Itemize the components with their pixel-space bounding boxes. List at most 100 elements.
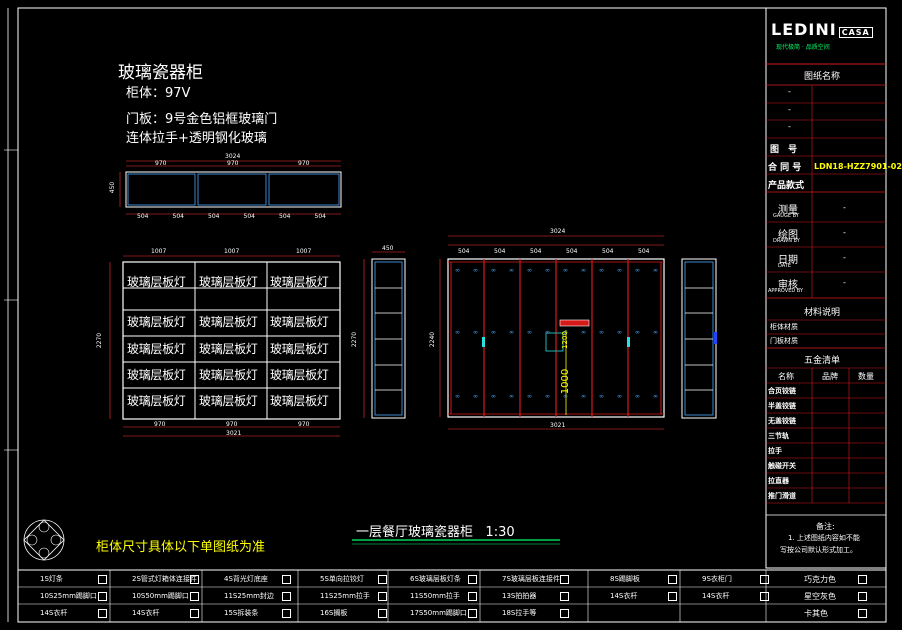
front-top-2: 1007 (224, 248, 240, 255)
legend-item-label: 10S25mm踢脚口 (40, 592, 97, 600)
tb-drawing-name-label: 图纸名称 (804, 72, 841, 82)
shelf-label-cell: 玻璃层板灯 (199, 315, 258, 329)
lamp-dot: ∞ (527, 393, 532, 400)
plan-seg-3: 970 (298, 160, 310, 167)
legend-checkbox (98, 609, 107, 618)
legend-checkbox (282, 575, 291, 584)
tb-contract-no-label: 合 同 号 (768, 163, 802, 173)
lamp-dot: ∞ (653, 393, 658, 400)
shelf-label-cell: 玻璃层板灯 (199, 368, 258, 382)
shelf-label-cell: 玻璃层板灯 (270, 368, 329, 382)
tb-hw-col-name: 名称 (778, 372, 794, 381)
plan-bottom-dim: 504 (243, 213, 255, 220)
lamp-dot: ∞ (599, 329, 604, 336)
door-overall: 3024 (550, 228, 566, 235)
drawing-title: 一层餐厅玻璃瓷器柜 1:30 (356, 521, 515, 540)
door-segment-dim: 504 (566, 248, 578, 255)
lamp-dot: ∞ (491, 329, 496, 336)
compass-symbol (23, 519, 65, 561)
legend-checkbox (190, 592, 199, 601)
plan-overall-dim: 3024 (225, 153, 241, 160)
legend-item-label: 9S衣柜门 (702, 575, 732, 583)
tb-remark-text: 1. 上述图纸内容如不能 (788, 534, 860, 542)
handle-note: 连体拉手+透明钢化玻璃 (126, 131, 267, 146)
plan-bottom-dim: 504 (137, 213, 149, 220)
lamp-dot: ∞ (455, 329, 460, 336)
lamp-dot: ∞ (581, 329, 586, 336)
shelf-label-cell: 玻璃层板灯 (270, 315, 329, 329)
cabinet-body-note: 柜体：97V (126, 86, 191, 101)
legend-item-label: 13S拍拍器 (502, 592, 537, 600)
side-view-right (681, 258, 717, 419)
lamp-dot: ∞ (599, 267, 604, 274)
lamp-dot: ∞ (563, 393, 568, 400)
shelf-label-cell: 玻璃层板灯 (199, 342, 258, 356)
front-top-1: 1007 (151, 248, 167, 255)
hardware-row-label: 三节轨 (768, 432, 789, 440)
lamp-dot: ∞ (491, 267, 496, 274)
legend-item-label: 16S搁板 (320, 609, 348, 617)
plan-bottom-dim: 504 (172, 213, 184, 220)
legend-checkbox (190, 575, 199, 584)
front-bottom-3: 970 (298, 421, 310, 428)
lamp-dot: ∞ (545, 393, 550, 400)
tb-material-1: 柜体材质 (770, 323, 798, 331)
title-block-frame (765, 7, 887, 569)
legend-color-label: 巧克力色 (804, 575, 836, 584)
plan-view (119, 160, 342, 215)
legend-item-label: 14S衣杆 (40, 609, 68, 617)
lamp-dot: ∞ (509, 267, 514, 274)
legend-color-label: 星空灰色 (804, 592, 836, 601)
tb-date-cn: 日期 (778, 255, 798, 266)
legend-item-label: 7S玻璃层板连接件 (502, 575, 560, 583)
lamp-dot: ∞ (563, 267, 568, 274)
door-segment-dim: 504 (638, 248, 650, 255)
legend-item-label: 1S灯条 (40, 575, 63, 583)
plan-bottom-dim: 504 (314, 213, 326, 220)
tb-measured-en: GAUGE BY (773, 213, 799, 219)
side-left-depth: 450 (382, 245, 394, 252)
lamp-dot: ∞ (473, 329, 478, 336)
tb-drawn-val: - (843, 228, 846, 237)
legend-checkbox (858, 575, 867, 584)
legend-color-label: 卡其色 (804, 609, 828, 618)
tb-date-val: - (843, 253, 846, 262)
side-view-left (363, 251, 406, 419)
door-overall-bottom: 3021 (550, 422, 566, 429)
tb-measured-cn: 测量 (778, 205, 798, 216)
tb-drawing-no-label: 图 号 (770, 145, 798, 155)
tb-dash-3: - (788, 122, 791, 131)
tb-approved-en: APPROVED BY (768, 288, 804, 294)
cabinet-title: 玻璃瓷器柜 (118, 63, 203, 83)
legend-checkbox (668, 592, 677, 601)
front-overall-bottom: 3021 (226, 430, 242, 437)
door-view (439, 235, 665, 430)
shelf-label-cell: 玻璃层板灯 (127, 368, 186, 382)
door-note: 门板：9号金色铝框玻璃门 (126, 112, 278, 127)
legend-checkbox (468, 609, 477, 618)
lamp-dot: ∞ (491, 393, 496, 400)
lamp-dot: ∞ (455, 267, 460, 274)
tb-contract-no: LDN18-HZZ7901-02 (814, 162, 902, 171)
shelf-label-cell: 玻璃层板灯 (270, 394, 329, 408)
legend-checkbox (98, 592, 107, 601)
hardware-row-label: 拉直器 (768, 477, 789, 485)
drawing-title-label: 一层餐厅玻璃瓷器柜 (356, 525, 474, 540)
brand-logo-sub: CASA (838, 27, 873, 38)
plan-bottom-dim: 504 (208, 213, 220, 220)
plan-depth-dim: 450 (109, 181, 117, 194)
tb-approved-cn: 审核 (778, 280, 798, 291)
lamp-dot: ∞ (455, 393, 460, 400)
plan-seg-1: 970 (155, 160, 167, 167)
lamp-dot: ∞ (581, 393, 586, 400)
legend-item-label: 17S50mm踢脚口 (410, 609, 467, 617)
hardware-row-label: 推门滑道 (768, 492, 796, 500)
lamp-dot: ∞ (545, 329, 550, 336)
shelf-label-cell: 玻璃层板灯 (127, 394, 186, 408)
tb-dash-2: - (788, 105, 791, 114)
brand-slogan: 现代极简 · 品质空间 (776, 44, 830, 51)
tb-material-header: 材料说明 (804, 308, 841, 318)
legend-checkbox (378, 609, 387, 618)
legend-item-label: 11S25mm封边 (224, 592, 274, 600)
